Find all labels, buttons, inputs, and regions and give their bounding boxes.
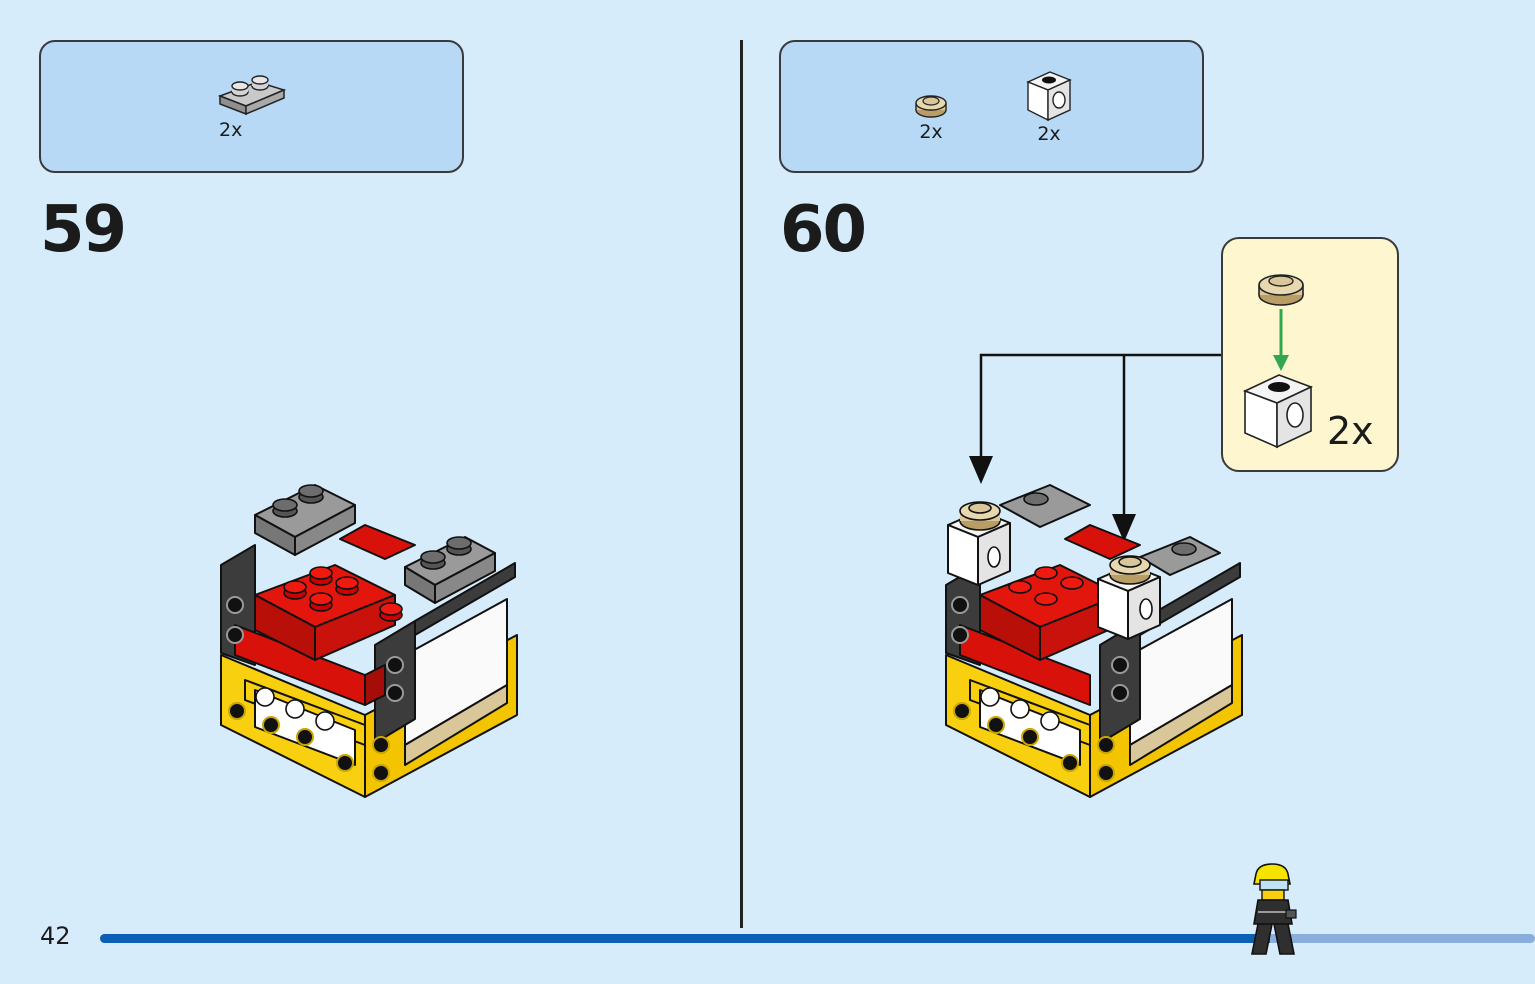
- step-59-model-illustration: [220, 484, 518, 798]
- part-gray-plate: 2x: [211, 72, 291, 140]
- studs: [272, 484, 472, 622]
- firefighter-minifigure-icon: [1251, 863, 1297, 955]
- progress-bar: [100, 934, 1535, 943]
- page-number: 42: [40, 922, 71, 950]
- sub-assembly-illustration: [1242, 274, 1314, 449]
- part-tan-round-tile: 2x: [901, 90, 961, 142]
- part-quantity: 2x: [919, 121, 943, 143]
- progress-bar-fill: [100, 934, 1270, 943]
- step-59-parts-list: 2x: [39, 40, 464, 173]
- page-divider: [740, 40, 743, 928]
- step-number: 60: [780, 193, 867, 267]
- step-60-model-illustration: [945, 484, 1243, 798]
- part-quantity: 2x: [219, 119, 243, 141]
- tan-round-tile-icon: [915, 95, 947, 118]
- dark-frame-right: [374, 620, 416, 744]
- part-quantity: 2x: [1037, 123, 1061, 145]
- white-brick-with-hole-icon: [1026, 71, 1072, 122]
- step-60-parts-list: 2x 2x: [779, 40, 1204, 173]
- part-white-brick-with-hole: 2x: [1017, 68, 1081, 144]
- sub-assembly-callout: 2x: [1221, 237, 1399, 472]
- callout-quantity: 2x: [1327, 409, 1374, 453]
- step-number: 59: [40, 193, 127, 267]
- gray-plate-1x2-icon: [217, 75, 286, 116]
